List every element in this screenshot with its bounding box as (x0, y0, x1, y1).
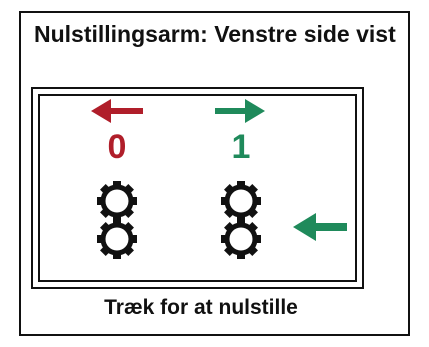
reset-diagram: 0 1 (31, 87, 364, 289)
reset-arm-card: Nulstillingsarm: Venstre side vist 0 1 T… (19, 11, 410, 336)
cog-wheel-icon (97, 219, 137, 259)
arrow-left-icon (293, 213, 347, 241)
cog-wheel-icon (221, 219, 261, 259)
card-title: Nulstillingsarm: Venstre side vist (34, 21, 396, 47)
diagram-drawing: 0 1 (91, 99, 347, 259)
diagram-inner-border (38, 94, 357, 282)
cog-wheel-icon (221, 181, 261, 221)
arrow-right-icon (215, 99, 265, 123)
caption: Træk for at nulstille (104, 296, 298, 319)
arrow-left-icon (91, 99, 143, 123)
position-0-label: 0 (108, 128, 127, 166)
cog-wheel-icon (97, 181, 137, 221)
position-1-label: 1 (232, 128, 251, 166)
